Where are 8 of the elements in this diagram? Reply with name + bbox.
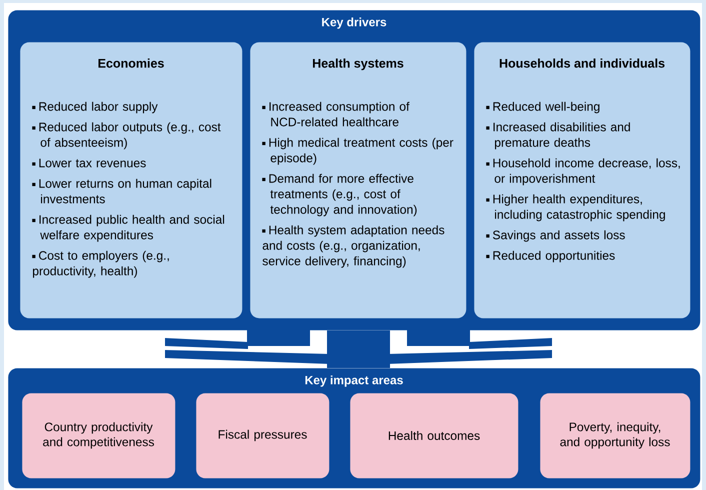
column-box: Economies Reduced labor supply Reduced labor outputs (e.g., cost of absenteeism) Lower tax revenues Lower returns on human capital investments Increased public health and social welfare expenditures Cost to employers (e.g., productivity, health) bbox=[20, 42, 242, 318]
impact-box: Poverty, inequity, and opportunity loss bbox=[540, 393, 690, 478]
impact-box: Fiscal pressures bbox=[196, 393, 330, 478]
column-box: Health systems Increased consumption of NCD-related healthcare High medical treatment costs (per episode) Demand for more effective treatments (e.g., cost of technology and innovation) Health system adaptation needs and costs (e.g., organization, service delivery, financing) bbox=[250, 42, 466, 318]
connector-band bbox=[327, 330, 390, 368]
column-box: Households and individuals Reduced well-being Increased disabilities and premature deaths Household income decrease, loss, or impoverishment Higher health expenditures, including catastrophic spending Savings and assets loss Reduced opportunities bbox=[474, 42, 690, 318]
impact-box: Country productivity and competitiveness bbox=[22, 393, 176, 478]
impact-box: Health outcomes bbox=[350, 393, 518, 478]
